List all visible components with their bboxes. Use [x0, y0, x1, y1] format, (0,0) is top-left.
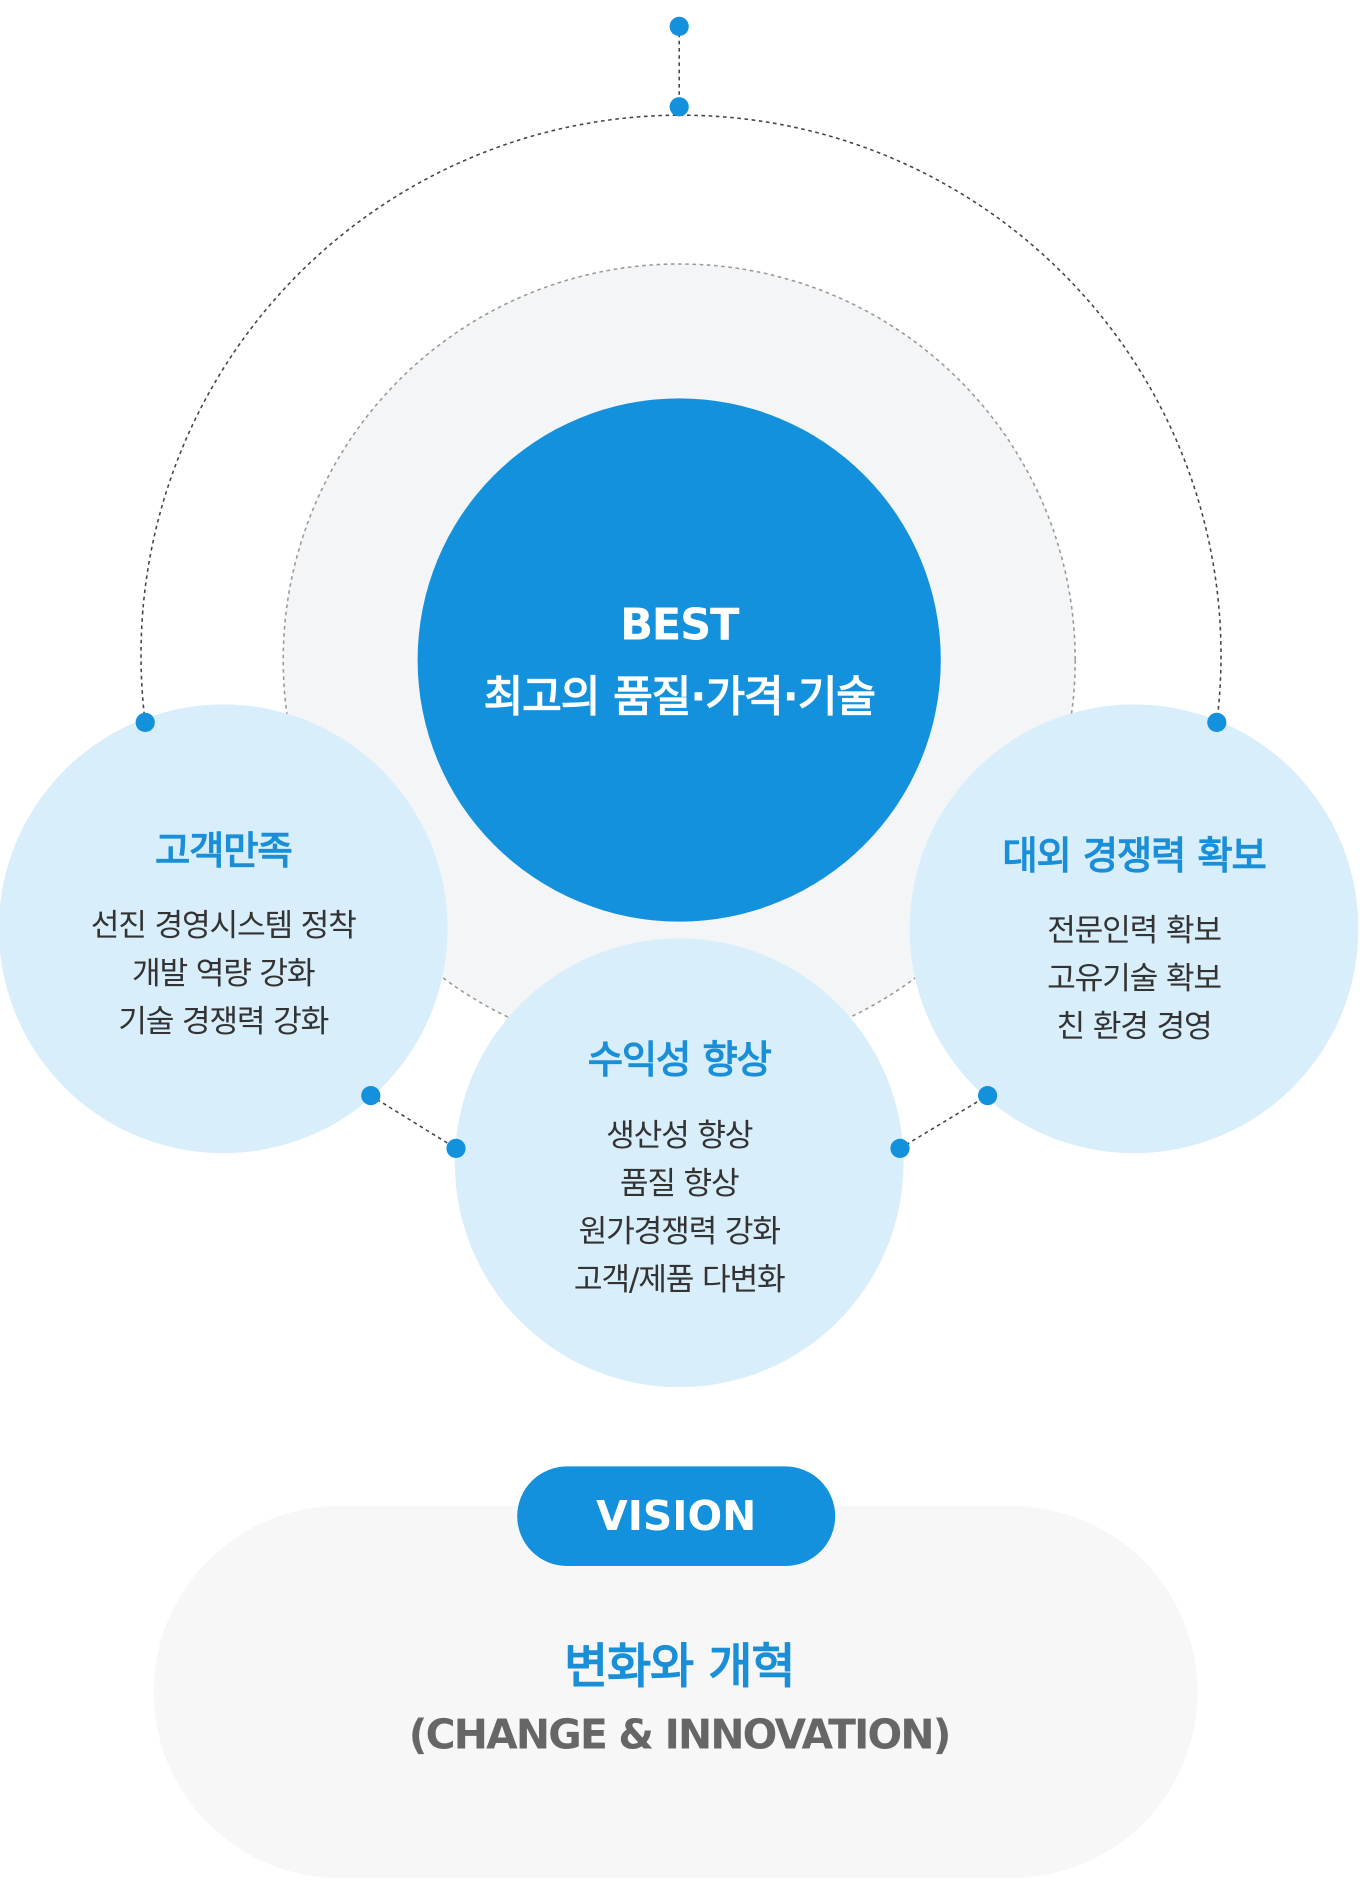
vision-background-pill [153, 1506, 1198, 1879]
dot [1207, 712, 1227, 732]
best-circle [417, 398, 941, 922]
dot [446, 1138, 466, 1158]
list-item: 고유기술 확보 [1047, 961, 1222, 998]
list-item: 기술 경쟁력 강화 [118, 1004, 329, 1041]
profit-circle [454, 938, 904, 1388]
connector-right [899, 1094, 989, 1150]
competitiveness-circle [909, 704, 1359, 1154]
dot [669, 16, 689, 36]
dot [890, 1138, 910, 1158]
vision-subtitle: (CHANGE & INNOVATION) [408, 1711, 952, 1760]
dot [135, 712, 155, 732]
connector-left [370, 1094, 457, 1150]
list-item: 친 환경 경영 [1056, 1009, 1213, 1046]
list-item: 선진 경영시스템 정착 [90, 908, 357, 945]
list-item: 고객/제품 다변화 [573, 1262, 786, 1299]
competitiveness-title: 대외 경쟁력 확보 [1002, 832, 1266, 879]
list-item: 개발 역량 강화 [131, 956, 316, 993]
profit-items: 생산성 향상 품질 향상 원가경쟁력 강화 고객/제품 다변화 [573, 1112, 786, 1304]
list-item: 원가경쟁력 강화 [578, 1214, 781, 1251]
dot [361, 1086, 381, 1106]
customer-items: 선진 경영시스템 정착 개발 역량 강화 기술 경쟁력 강화 [90, 902, 357, 1046]
vision-title: 변화와 개혁 [564, 1639, 796, 1695]
vision-badge: VISION [517, 1466, 836, 1567]
list-item: 품질 향상 [619, 1166, 740, 1203]
competitiveness-items: 전문인력 확보 고유기술 확보 친 환경 경영 [1047, 907, 1222, 1051]
customer-title: 고객만족 [154, 828, 293, 874]
best-subtitle: 최고의 품질·가격·기술 [483, 673, 876, 723]
list-item: 생산성 향상 [606, 1118, 753, 1155]
profit-title: 수익성 향상 [587, 1036, 772, 1083]
best-label: BEST [620, 601, 739, 651]
list-item: 전문인력 확보 [1047, 913, 1222, 950]
customer-circle [0, 704, 448, 1154]
best-text: BEST 최고의 품질·가격·기술 [483, 590, 876, 734]
dot [978, 1086, 998, 1106]
dot [669, 97, 689, 117]
